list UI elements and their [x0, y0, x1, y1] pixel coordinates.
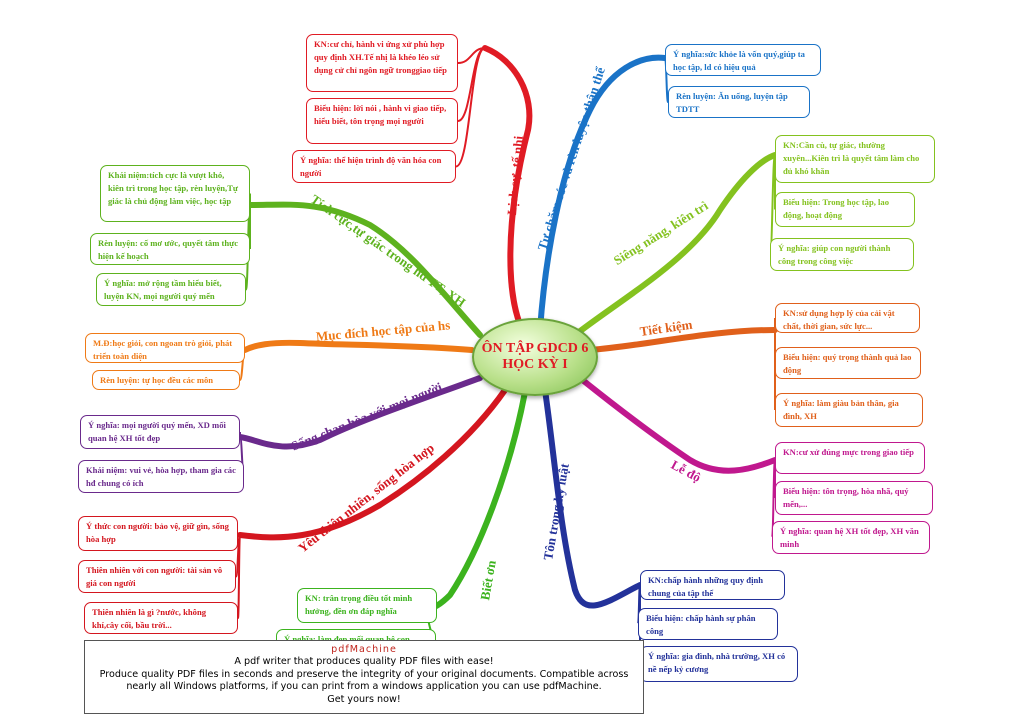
- connector-0-2: [455, 47, 486, 168]
- note-box: KN:sử dụng hợp lý của cải vật chất, thời…: [775, 303, 920, 333]
- branch-line-1: [537, 54, 668, 333]
- pdfmachine-banner: pdfMachine A pdf writer that produces qu…: [84, 640, 644, 714]
- note-box: Ý nghĩa: quan hệ XH tốt đẹp, XH văn minh: [772, 521, 930, 554]
- branch-line-7: [237, 387, 508, 541]
- note-box: Ý nghĩa: thể hiện trình độ văn hóa con n…: [292, 150, 456, 183]
- note-box: Rèn luyện: Ăn uống, luyện tập TDTT: [668, 86, 810, 118]
- banner-cta: Get yours now!: [327, 693, 401, 705]
- branch-line-5: [542, 387, 643, 609]
- note-box: Ý nghĩa: gia đình, nhà trường, XH có nề …: [640, 646, 798, 682]
- note-box: Thiên nhiên là gì ?nước, không khí,cây c…: [84, 602, 238, 634]
- note-box: Khái niệm: vui vẻ, hòa hợp, tham gia các…: [78, 460, 244, 493]
- central-topic-line2: HỌC KỲ I: [502, 357, 568, 372]
- note-box: KN: trân trọng điều tốt mình hưởng, đền …: [297, 588, 437, 623]
- central-topic-line1: ÔN TẬP GDCD 6: [481, 340, 589, 356]
- note-box: Ý nghĩa: làm giàu bản thân, gia đình, XH: [775, 393, 923, 427]
- note-box: Biểu hiện: quý trọng thành quả lao động: [775, 347, 921, 379]
- banner-brand: pdfMachine: [331, 644, 397, 655]
- note-box: Ý nghĩa:sức khỏe là vốn quý,giúp ta học …: [665, 44, 821, 76]
- note-box: Rèn luyện: tự học đều các môn: [92, 370, 240, 390]
- branch-line-3: [587, 327, 778, 353]
- connector-7-2: [237, 534, 241, 619]
- note-box: Biểu hiện: tôn trọng, hòa nhã, quý mến,.…: [775, 481, 933, 515]
- note-box: M.Đ:học giỏi, con ngoan trò giỏi, phát t…: [85, 333, 245, 363]
- note-box: Ý nghĩa: mở rộng tầm hiểu biết, luyện KN…: [96, 273, 246, 306]
- branch-line-0: [482, 45, 533, 338]
- note-box: KN:Cần cù, tự giác, thường xuyên...Kiên …: [775, 135, 935, 183]
- banner-tagline: A pdf writer that produces quality PDF f…: [234, 656, 494, 668]
- note-box: KN:cư chỉ, hành vi ứng xử phù hợp quy đị…: [306, 34, 458, 92]
- branch-line-10: [247, 201, 483, 338]
- note-box: Rèn luyện: cố mơ ước, quyết tâm thực hiệ…: [90, 233, 250, 265]
- note-box: KN:cư xử đúng mực trong giao tiếp: [775, 442, 925, 474]
- note-box: Ý nghĩa: mọi người quý mến, XD mối quan …: [80, 415, 240, 449]
- note-box: Thiên nhiên với con người: tài sản vô gi…: [78, 560, 236, 593]
- note-box: Biểu hiện: lời nói , hành vi giao tiếp, …: [306, 98, 458, 144]
- note-box: Khái niệm:tích cực là vượt khó, kiên trì…: [100, 165, 250, 222]
- branch-line-8: [237, 375, 483, 450]
- connector-0-1: [457, 47, 486, 122]
- banner-description: Produce quality PDF files in seconds and…: [99, 668, 629, 693]
- branch-line-9: [242, 339, 475, 353]
- note-box: Biểu hiện: chấp hành sự phân công: [638, 608, 778, 640]
- central-topic: ÔN TẬP GDCD 6 HỌC KỲ I: [472, 318, 598, 396]
- note-box: Biểu hiện: Trong học tập, lao động, hoạt…: [775, 192, 915, 227]
- branch-line-4: [577, 375, 778, 474]
- note-box: Ý nghĩa: giúp con người thành công trong…: [770, 238, 914, 271]
- branch-line-6: [417, 389, 528, 612]
- note-box: Ý thức con người: bảo vệ, giữ gìn, sống …: [78, 516, 238, 551]
- branch-line-2: [572, 152, 778, 338]
- note-box: KN:chấp hành những quy định chung của tậ…: [640, 570, 785, 600]
